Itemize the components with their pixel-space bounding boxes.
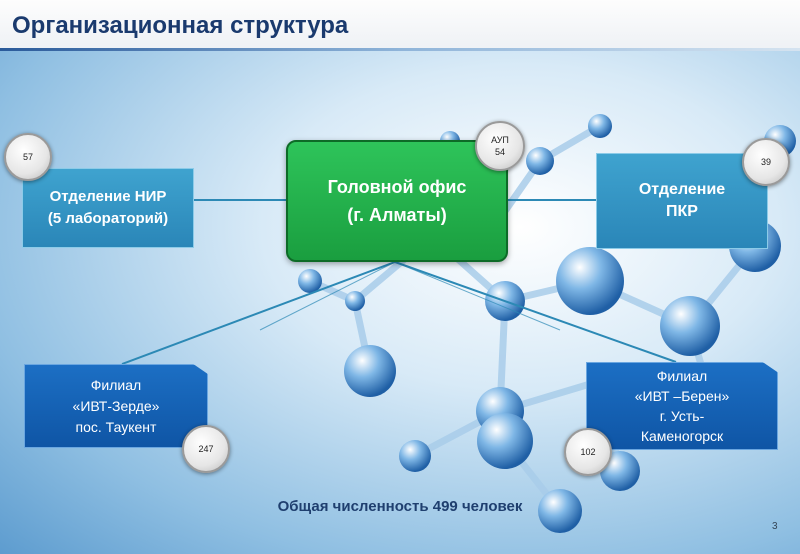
- node-nir-line2: (5 лабораторий): [47, 210, 169, 227]
- connector-zerde: [121, 261, 396, 365]
- node-head-office-line2: (г. Алматы): [347, 205, 447, 225]
- slide-header: Организационная структура: [0, 0, 800, 51]
- badge-pkr: 39: [742, 138, 790, 186]
- badge-head-office-value: 54: [494, 147, 505, 157]
- badge-nir: 57: [4, 133, 52, 181]
- connector-beren: [394, 261, 677, 363]
- node-beren-line4: Каменогорск: [640, 428, 724, 444]
- node-zerde-line1: Филиал: [90, 376, 142, 393]
- badge-zerde: 247: [182, 425, 230, 473]
- node-head-office: Головной офис (г. Алматы): [286, 140, 508, 262]
- badge-head-office-label: АУП: [491, 135, 509, 145]
- badge-head-office: АУП 54: [475, 121, 525, 171]
- page-title: Организационная структура: [12, 12, 349, 39]
- molecule-background: [0, 51, 800, 554]
- node-beren-line2: «ИВТ –Берен»: [634, 388, 730, 404]
- node-zerde-line2: «ИВТ-Зерде»: [72, 397, 160, 414]
- node-beren-line1: Филиал: [656, 368, 708, 384]
- badge-beren: 102: [564, 428, 612, 476]
- badge-zerde-value: 247: [198, 444, 214, 454]
- header-divider: [0, 48, 800, 51]
- node-pkr: Отделение ПКР: [596, 153, 768, 249]
- node-nir-line1: Отделение НИР: [49, 188, 167, 205]
- page-number: 3: [772, 521, 778, 532]
- badge-nir-value: 57: [22, 152, 33, 162]
- node-pkr-line2: ПКР: [666, 203, 698, 220]
- total-headcount: Общая численность 499 человек: [277, 498, 523, 515]
- node-beren-line3: г. Усть-: [659, 408, 705, 424]
- badge-beren-value: 102: [580, 447, 596, 457]
- node-pkr-line1: Отделение: [638, 181, 726, 198]
- node-nir: Отделение НИР (5 лабораторий): [22, 168, 194, 248]
- badge-pkr-value: 39: [760, 157, 771, 167]
- node-zerde-line3: пос. Таукент: [75, 418, 157, 435]
- node-zerde: Филиал «ИВТ-Зерде» пос. Таукент: [24, 364, 208, 448]
- node-beren: Филиал «ИВТ –Берен» г. Усть- Каменогорск: [586, 362, 778, 450]
- node-head-office-line1: Головной офис: [327, 177, 467, 197]
